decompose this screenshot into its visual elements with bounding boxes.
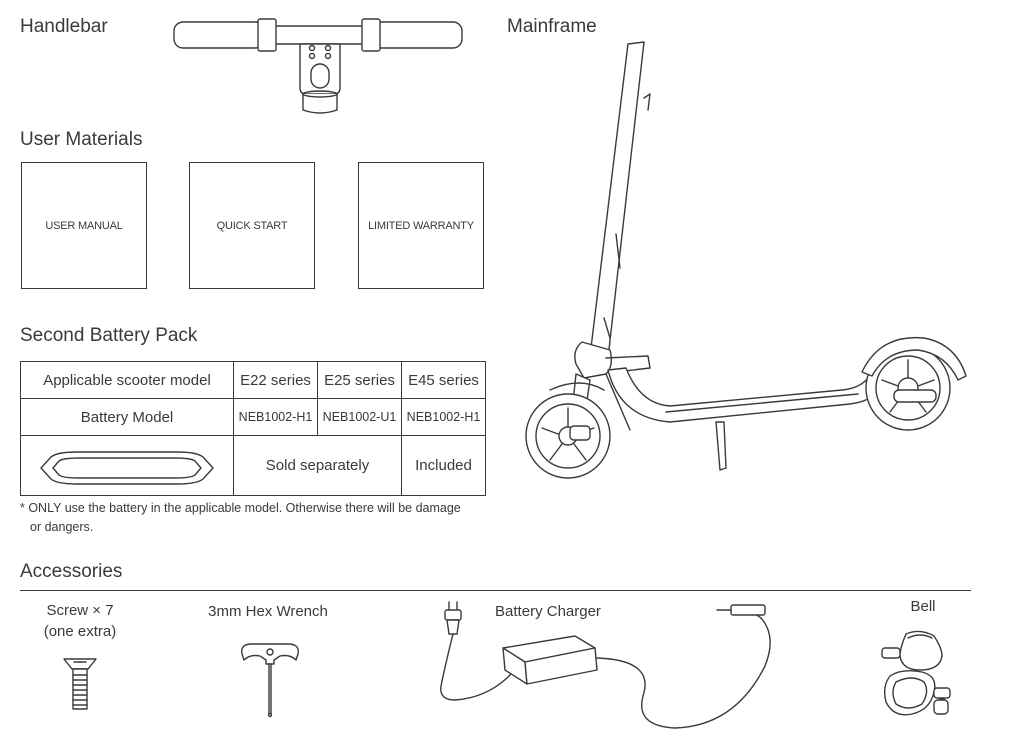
user-manual-card: USER MANUAL [21,162,147,289]
handlebar-icon [173,18,463,114]
included-cell: Included [401,435,486,496]
bell-label: Bell [910,598,936,615]
quick-start-card: QUICK START [189,162,315,289]
battery-table: Applicable scooter model E22 series E25 … [20,361,486,496]
series-e22: E22 series [233,361,318,399]
series-e45: E45 series [401,361,486,399]
heading-mainframe: Mainframe [507,16,597,37]
battery-pack-icon [40,450,214,485]
heading-second-battery-pack: Second Battery Pack [20,325,198,346]
bell-icon [881,630,951,716]
screw-label: Screw × 7 [46,602,114,619]
battery-charger-icon [440,601,771,729]
scooter-icon [525,41,967,479]
applicable-model-header: Applicable scooter model [20,361,234,399]
quick-start-label: QUICK START [216,219,288,232]
heading-accessories: Accessories [20,561,123,582]
model-e25: NEB1002-U1 [317,398,402,436]
battery-image-cell [20,435,234,496]
limited-warranty-label: LIMITED WARRANTY [368,219,474,232]
series-e25: E25 series [317,361,402,399]
heading-handlebar: Handlebar [20,16,108,37]
heading-user-materials: User Materials [20,129,143,150]
model-e22: NEB1002-H1 [233,398,318,436]
battery-note-line2: or dangers. [30,520,94,534]
battery-note-line1: * ONLY use the battery in the applicable… [20,501,461,515]
accessories-divider [20,590,971,591]
limited-warranty-card: LIMITED WARRANTY [358,162,484,289]
hex-wrench-label: 3mm Hex Wrench [208,603,328,620]
battery-charger-label: Battery Charger [495,603,601,620]
screw-note-label: (one extra) [43,623,117,640]
screw-icon [63,658,97,710]
model-e45: NEB1002-H1 [401,398,486,436]
hex-wrench-icon [241,643,299,718]
battery-model-header: Battery Model [20,398,234,436]
user-manual-label: USER MANUAL [45,219,123,232]
sold-separately-cell: Sold separately [233,435,402,496]
